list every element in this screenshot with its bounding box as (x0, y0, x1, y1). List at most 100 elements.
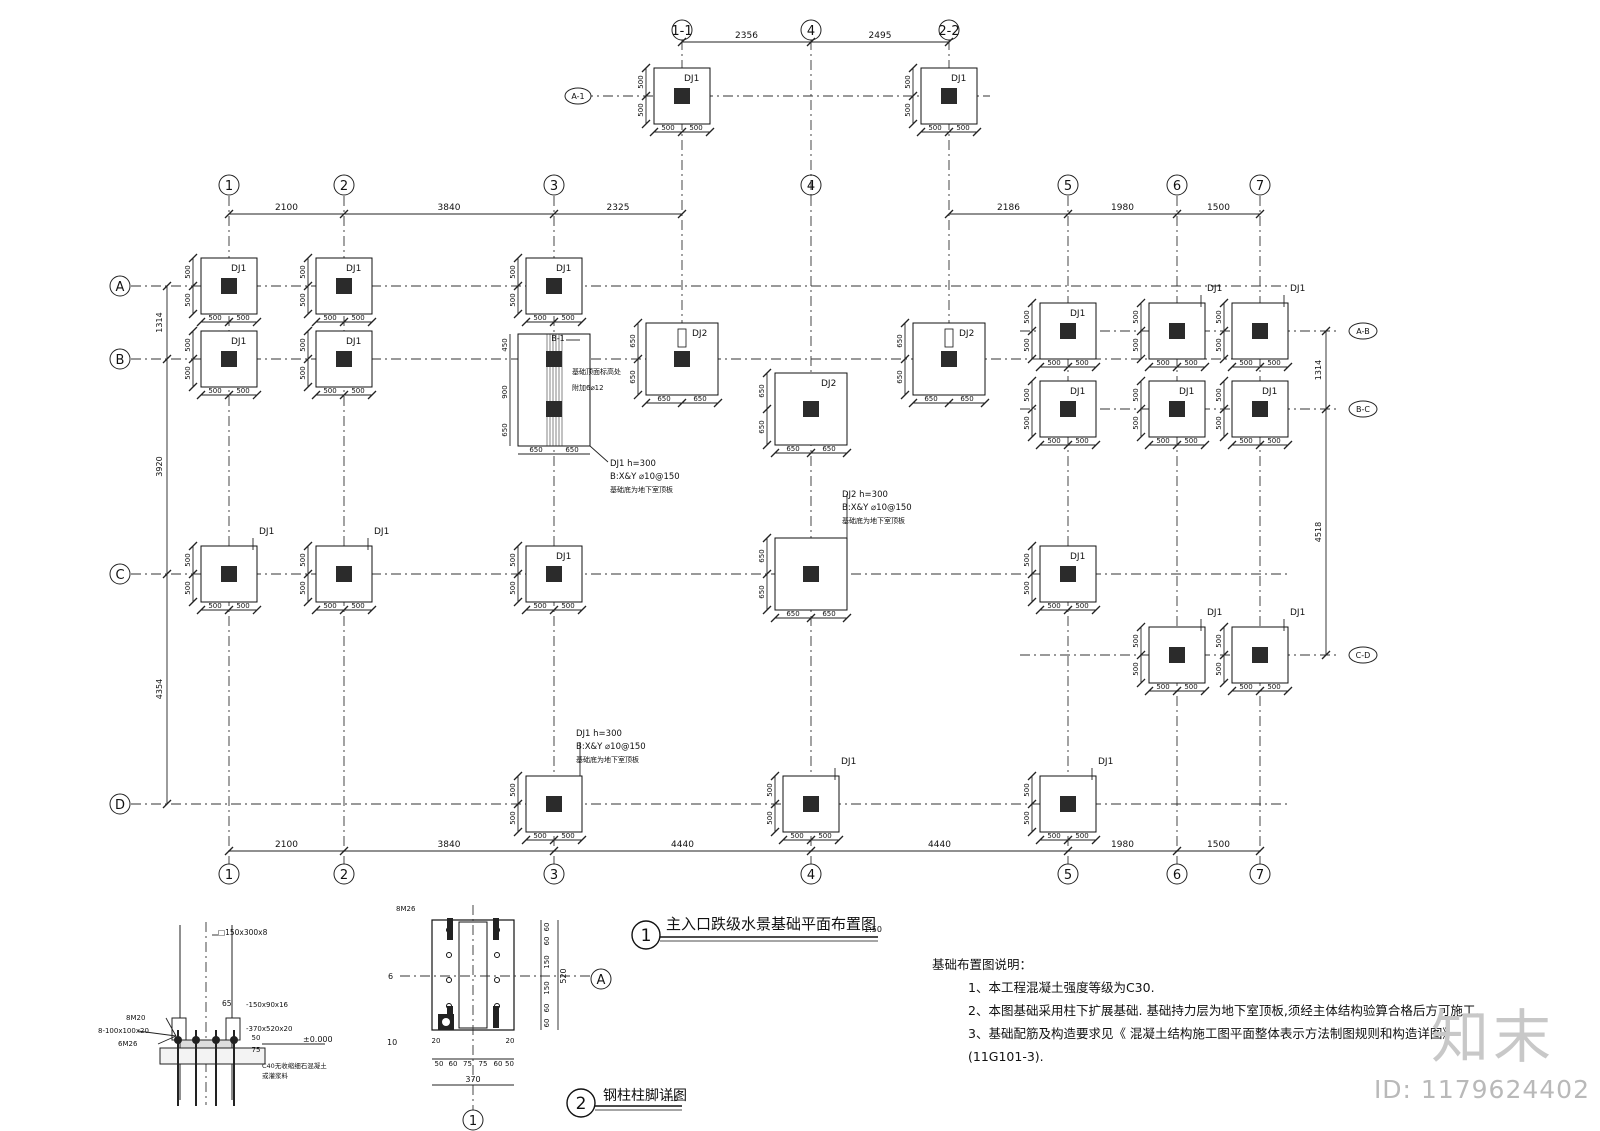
footing-dj2-left-dimy-b: 650 (629, 370, 637, 383)
footing-c-5-dimy-t1 (1027, 569, 1037, 579)
footing-right-3-dimy-t1 (1027, 404, 1037, 414)
axis-top-1-label: 1 (225, 179, 233, 194)
dim-bottom-tick-0 (224, 846, 234, 856)
footing-c-1-dimx-t1 (224, 605, 234, 615)
plate-bolt-4 (446, 977, 452, 983)
footing-right-1-dimx-b: 500 (1184, 359, 1197, 367)
detail-nut-3 (230, 1036, 238, 1044)
footing-right-5-dimy-a: 500 (1215, 388, 1223, 401)
axis-bottom-4-label: 4 (807, 868, 815, 883)
footing-a1-1-dimx-a: 500 (661, 124, 674, 132)
detail-sp2: -370x520x20 (246, 1025, 292, 1033)
footing-d-4-dimx-t0 (778, 835, 788, 845)
footing-a1-1-dimy-t1 (641, 91, 651, 101)
axis-bottom-2-label: 2 (340, 868, 348, 883)
plate-axis-1-bubble (462, 1109, 484, 1131)
note-item-1: 1、本工程混凝土强度等级为C30. (968, 980, 1155, 995)
footing-c-1-dimx-t0 (196, 605, 206, 615)
footing-ab-3-dimy-b: 500 (184, 366, 192, 379)
footing-dj2-right-dimy-t2 (900, 390, 910, 400)
dim-right-text-1: 4518 (1314, 522, 1323, 542)
footing-right-0-dimy-a: 500 (1023, 310, 1031, 323)
footing-c-3-dimx-b: 500 (561, 602, 574, 610)
footing-right-4-dimy-b: 500 (1132, 416, 1140, 429)
plate-vdim-5: 60 (543, 1019, 551, 1028)
axis-left-A-bubble (109, 275, 131, 297)
footing-ab-1-column (336, 278, 352, 294)
footing-ab-0-dimx-b: 500 (236, 314, 249, 322)
plan-title-scale: 1:50 (864, 925, 882, 934)
footing-right-5-dimy-t1 (1219, 404, 1229, 414)
footing-right-3-dimy-t0 (1027, 376, 1037, 386)
axis-top-2-2-bubble (938, 19, 960, 41)
footing-cd-6-dimy-t1 (1136, 650, 1146, 660)
dim-bottom-text-2: 4440 (671, 840, 694, 850)
footing-c-5-dimx-t2 (1091, 605, 1101, 615)
footing-dj2-left-dimy-t1 (633, 354, 643, 364)
footing-cd-6-dimx-t0 (1144, 686, 1154, 696)
dim-upper-right-tick-0 (944, 209, 954, 219)
detail-dim-50: 50 (252, 1034, 261, 1042)
dim-upper-left-tick-2 (549, 209, 559, 219)
footing-c-5-dimx-b: 500 (1075, 602, 1088, 610)
axis-a1-label: A-1 (571, 92, 584, 101)
footing-right-1-dimx-t2 (1200, 362, 1210, 372)
footing-c-4-dimx-b: 650 (822, 610, 835, 618)
footing-c-2-dimx-a: 500 (323, 602, 336, 610)
footing-cd-6-dimx-t1 (1172, 686, 1182, 696)
footing-ab-1-dimy-a: 500 (299, 265, 307, 278)
notes-block: 基础布置图说明： 1、本工程混凝土强度等级为C30. 2、本图基础采用柱下扩展基… (932, 953, 1479, 1068)
footing-right-4-column (1169, 401, 1185, 417)
plate-axis-a-bubble (590, 968, 612, 990)
footing-right-2-dimx-t0 (1227, 362, 1237, 372)
footing-ab-3-dimy-a: 500 (184, 338, 192, 351)
steel-column-detail: □150x300x88M208-100x100x206M2665-150x90x… (98, 922, 333, 1106)
axis-bottom-1-label: 1 (225, 868, 233, 883)
footing-a1-2-column (941, 88, 957, 104)
footing-c-2-column (336, 566, 352, 582)
footing-d-3-dimy-t2 (513, 827, 523, 837)
footing-ab-2-dimx-a: 500 (533, 314, 546, 322)
footing-d-3-dimy-b: 500 (509, 811, 517, 824)
footing-d-5-column (1060, 796, 1076, 812)
detail-left-leader-2 (157, 1035, 177, 1045)
dim-right-tick-1 (1321, 404, 1331, 414)
footing-right-4-dimy-t1 (1136, 404, 1146, 414)
footing-c-2-dimx-t1 (339, 605, 349, 615)
axis-top-1-1-bubble (671, 19, 693, 41)
footing-right-2-dimx-t2 (1283, 362, 1293, 372)
footing-ab-2-column (546, 278, 562, 294)
footing-ab-2-dimy-t1 (513, 281, 523, 291)
axis-top-6-label: 6 (1173, 179, 1181, 194)
footing-dj2-center-dimx-t2 (842, 448, 852, 458)
footing-cd-6-dimx-a: 500 (1156, 683, 1169, 691)
footing-right-4-dimy-a: 500 (1132, 388, 1140, 401)
footing-a1-1-dimx-t1 (677, 127, 687, 137)
footing-a1-1-dimy-b: 500 (637, 103, 645, 116)
footing-dj2-right-dimx-t1 (944, 398, 954, 408)
detail-dim-75: 75 (252, 1046, 261, 1054)
axis-left-D-bubble (109, 793, 131, 815)
footing-right-2-dimy-b: 500 (1215, 338, 1223, 351)
detail-left-leader-1 (137, 1030, 177, 1037)
footing-ab-4-dimy-a: 500 (299, 338, 307, 351)
detail-nut-2 (212, 1036, 220, 1044)
footing-cd-6-dimy-t2 (1136, 678, 1146, 688)
dim-left-tick-1 (162, 354, 172, 364)
footing-right-2-column (1252, 323, 1268, 339)
footing-right-1-dimx-t0 (1144, 362, 1154, 372)
footing-c-5-dimy-t2 (1027, 597, 1037, 607)
plate-stiffener-1 (493, 918, 499, 940)
footing-ab-3-tag: DJ1 (231, 337, 246, 347)
dim-bottom-text-5: 1500 (1207, 840, 1230, 850)
plate-stiffener-0 (447, 918, 453, 940)
footing-dj2-right-dimx-b: 650 (960, 395, 973, 403)
dim-left-text-0: 1314 (155, 312, 164, 332)
